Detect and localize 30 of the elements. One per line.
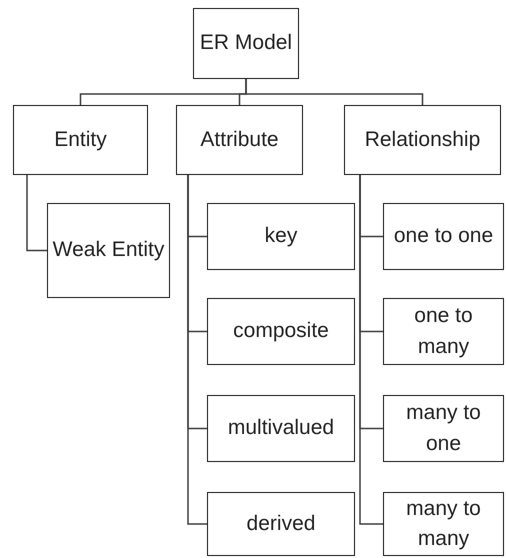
concept-box <box>383 492 504 556</box>
node-label: Entity <box>53 126 108 153</box>
node-label: Relationship <box>364 126 482 153</box>
concept-box <box>207 298 355 365</box>
connector-line <box>245 79 424 105</box>
node-label: multivalued <box>226 415 336 442</box>
node-label: many to one <box>405 400 482 456</box>
concept-box <box>344 105 501 175</box>
concept-box <box>383 203 504 270</box>
concept-box <box>47 203 170 298</box>
node-label: key <box>264 223 298 250</box>
node-label: Weak Entity <box>52 237 166 264</box>
connector-line <box>26 175 47 252</box>
node-label: one to one <box>392 223 494 250</box>
node-label: one to many <box>413 303 474 360</box>
concept-box <box>383 298 504 365</box>
concept-box <box>383 395 504 462</box>
concept-box <box>176 105 303 175</box>
concept-box <box>207 395 355 462</box>
node-label: many to many <box>405 496 482 552</box>
connector-line <box>359 175 383 525</box>
node-label: derived <box>246 510 316 537</box>
concept-box <box>207 492 355 556</box>
node-label: ER Model <box>198 30 294 56</box>
root-box <box>193 8 299 79</box>
concept-box <box>207 203 355 270</box>
concept-box <box>13 105 148 175</box>
node-label: composite <box>232 318 330 344</box>
node-label: Attribute <box>199 126 280 153</box>
connector-line <box>187 175 207 525</box>
